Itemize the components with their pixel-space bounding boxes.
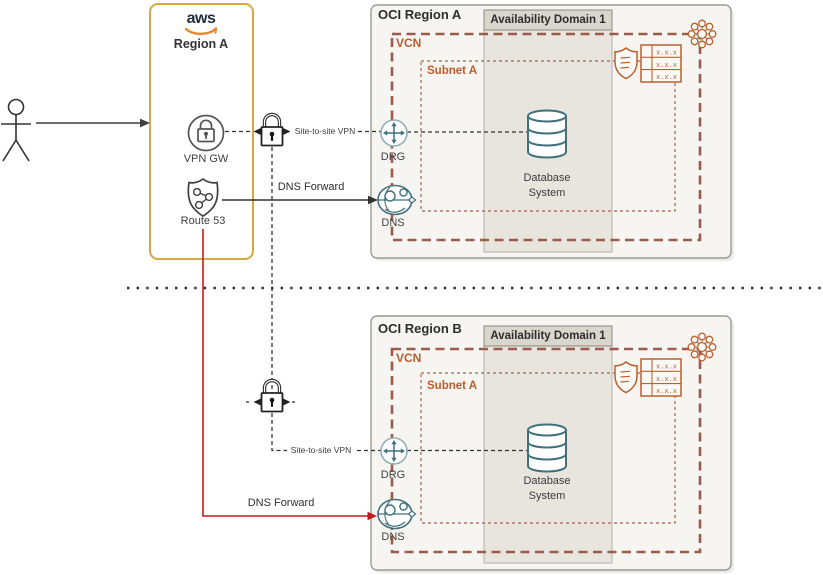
oci-region-a-title: OCI Region A [378,7,462,22]
subnet-a-border [420,60,676,212]
aws-logo-text: aws [186,10,216,27]
vcn-a-border [390,32,702,242]
vpn-gateway-icon [187,114,225,152]
database-system-a-label: Database System [523,172,571,199]
security-list-a-icon [614,47,638,80]
actor-to-aws-arrow [36,118,150,128]
vpn-gateway-label: VPN GW [183,153,229,165]
vcn-b-label: VCN [396,351,422,365]
site-to-site-vpn-b-connector [246,401,527,452]
site-to-site-vpn-a-label: Site-to-site VPN [294,126,356,136]
dns-forward-a-arrow [222,195,378,205]
svg-text:x.x.x: x.x.x [656,387,677,395]
database-system-b-icon [527,423,567,473]
drg-a-label: DRG [380,151,406,163]
svg-text:x.x.x: x.x.x [656,61,677,69]
dns-forward-a-label: DNS Forward [277,181,345,193]
svg-text:x.x.x: x.x.x [656,49,677,57]
subnet-a-label: Subnet A [427,65,478,77]
availability-domain-a-title: Availability Domain 1 [490,14,606,26]
dns-forward-b-label: DNS Forward [247,497,315,509]
oci-region-b-title: OCI Region B [378,321,462,336]
route-table-a-icon: x.x.x x.x.x x.x.x [640,44,682,83]
dns-a-label: DNS [381,217,405,229]
vcn-a-label: VCN [396,36,422,50]
dns-forward-b-arrow [202,229,377,521]
drg-b-label: DRG [380,469,406,481]
drg-a-icon [380,119,408,147]
svg-text:x.x.x: x.x.x [656,363,677,371]
svg-text:x.x.x: x.x.x [656,73,677,81]
route-table-b-icon: x.x.x x.x.x x.x.x [640,358,682,397]
dns-b-label: DNS [381,531,405,543]
availability-domain-b-title: Availability Domain 1 [490,330,606,342]
database-system-b-label: Database System [523,475,571,502]
vpn-tunnel-vertical-connector [271,147,287,452]
subnet-b-label: Subnet A [427,380,478,392]
aws-logo-swoosh [184,27,218,36]
database-system-a-icon [527,109,567,159]
dns-b-icon [377,498,417,530]
vpn-lock-b-icon [253,378,291,413]
drg-b-icon [380,437,408,465]
vcn-cluster-a-icon [687,19,717,49]
route53-icon [187,177,219,217]
dns-a-icon [377,184,417,216]
subnet-b-border [420,372,676,524]
vcn-cluster-b-icon [687,332,717,362]
svg-text:x.x.x: x.x.x [656,375,677,383]
aws-region-title: Region A [173,37,229,51]
security-list-b-icon [614,361,638,394]
vpn-lock-a-icon [253,112,291,147]
route53-label: Route 53 [180,215,226,227]
site-to-site-vpn-b-label: Site-to-site VPN [290,445,352,455]
site-to-site-vpn-a-connector [225,130,527,133]
actor-icon [1,98,31,162]
